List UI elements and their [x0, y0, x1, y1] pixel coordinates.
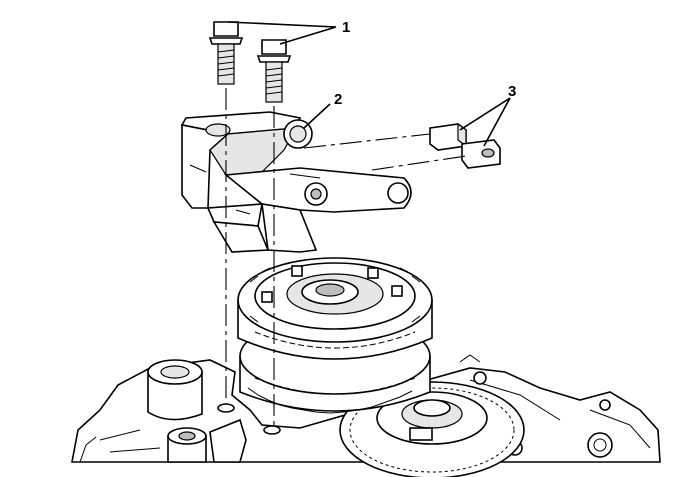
- callout-1: 1: [342, 19, 350, 36]
- callout-3: 3: [508, 83, 516, 100]
- synchronizer-assembly: [237, 257, 433, 414]
- shift-fork-bracket: [180, 111, 412, 253]
- bolt-left: [208, 21, 244, 85]
- retainer-clip-upper: [429, 122, 467, 151]
- mounting-holes: [217, 403, 281, 435]
- leader-lines: [227, 21, 511, 147]
- callout-2: 2: [334, 91, 342, 108]
- output-gear: [339, 381, 525, 477]
- retainer-clip-lower: [461, 139, 501, 169]
- assembly-center-lines: [225, 88, 467, 426]
- case-boss: [147, 359, 247, 463]
- bolt-right: [256, 39, 292, 103]
